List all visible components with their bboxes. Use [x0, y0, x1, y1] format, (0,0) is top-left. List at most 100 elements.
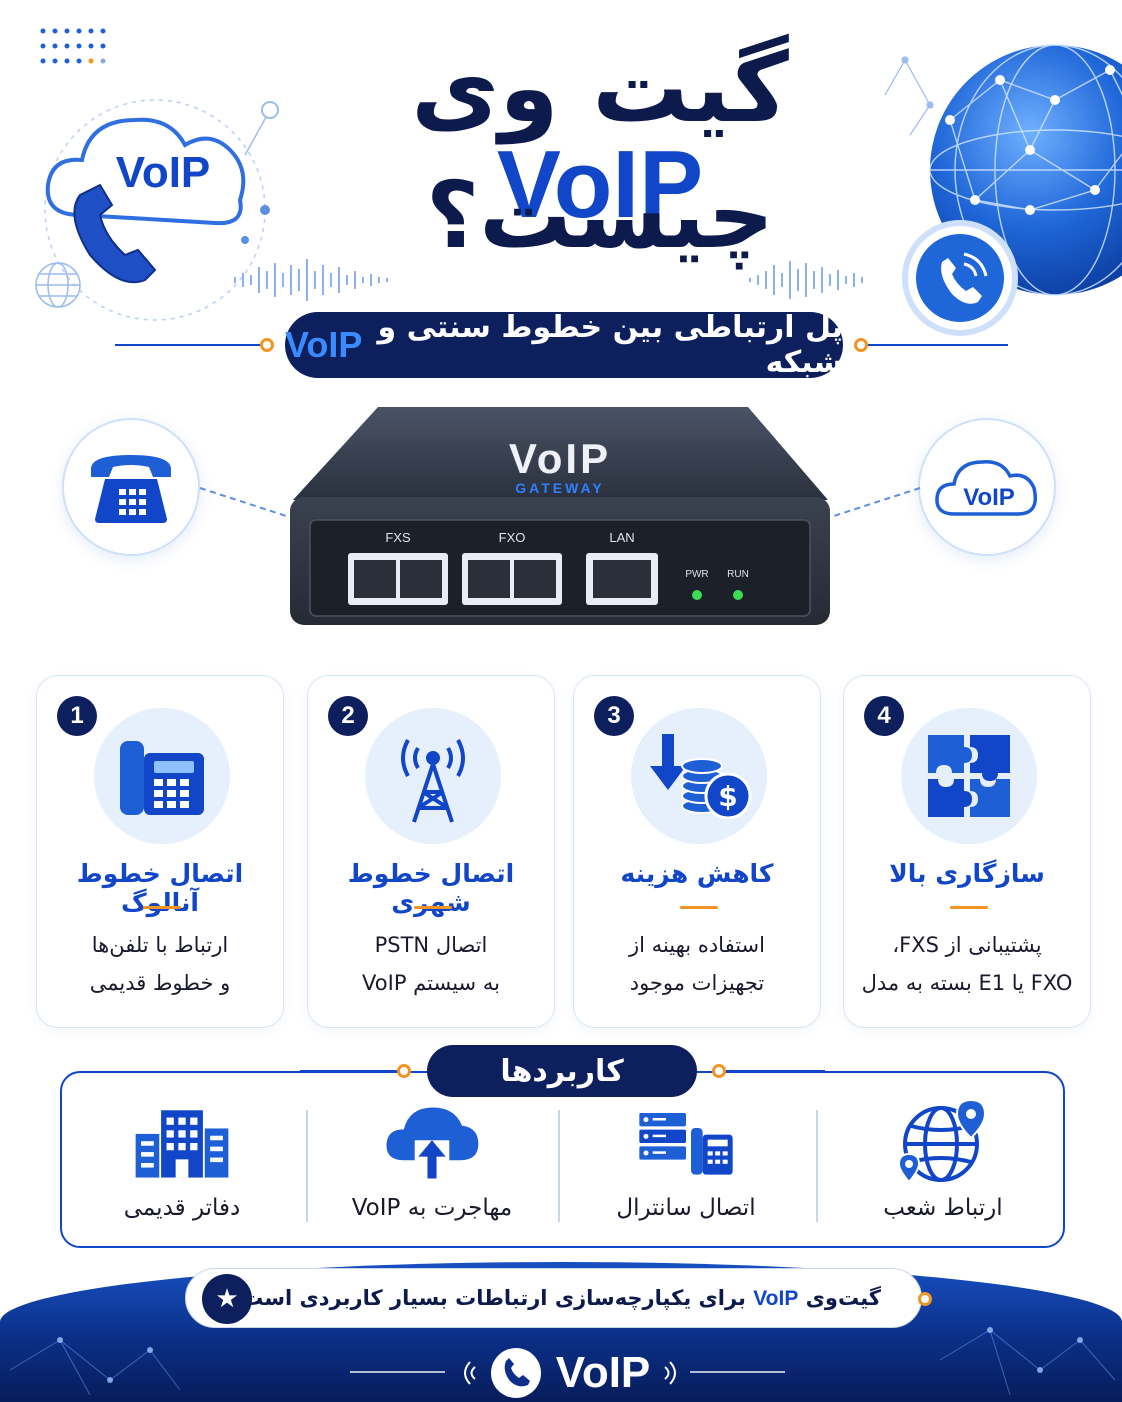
sound-waves-left-icon: [463, 1360, 476, 1385]
note-brand: VoIP: [753, 1286, 799, 1310]
apps-dot-left: [397, 1064, 411, 1078]
subtitle-text: پل ارتباطی بین خطوط سنتی و شبکه: [377, 310, 843, 380]
app-label: دفاتر قدیمی: [123, 1195, 241, 1221]
voip-cloud-phone-illustration: [35, 99, 279, 321]
footer-line-right: [690, 1371, 785, 1373]
apps-line-left: [300, 1070, 400, 1072]
footer-network-decoration: [9, 1327, 1116, 1396]
subtitle-line-left: [115, 344, 265, 346]
waveform-right: [749, 261, 863, 299]
subtitle-dot-right: [854, 338, 868, 352]
feature-divider: [950, 906, 988, 909]
footer-line-left: [350, 1371, 445, 1373]
feature-title: کاهش هزینه: [620, 859, 774, 888]
note-dot: [918, 1292, 932, 1306]
feature-number: 4: [864, 696, 904, 736]
feature-divider: [414, 906, 452, 909]
footer-brand: VoIP: [440, 1345, 700, 1400]
voip-gateway-device: [290, 407, 830, 625]
feature-desc-line1: استفاده بهینه از: [629, 933, 765, 957]
feature-desc: پشتیبانی از FXS، FXO یا E1 بسته به مدل: [844, 926, 1090, 1002]
feature-title: اتصال خطوط آنالوگ: [76, 859, 244, 917]
feature-number: 1: [57, 696, 97, 736]
led-label-run: RUN: [727, 569, 749, 580]
feature-desc-line1: پشتیبانی از FXS،: [892, 933, 1042, 957]
apps-dot-right: [712, 1064, 726, 1078]
feature-card-4: 4 سازگاری بالا پشتیبانی از FXS، FXO یا E…: [843, 675, 1091, 1028]
feature-desc-line2: به سیستم VoIP: [362, 971, 500, 995]
connector-left: [199, 487, 286, 517]
feature-desc-line2: تجهیزات موجود: [629, 971, 765, 995]
note-suffix: برای یکپارچه‌سازی ارتباطات بسیار کاربردی…: [234, 1285, 746, 1310]
waveform-left: [234, 259, 388, 301]
building-icon-wrap: [132, 1098, 232, 1188]
desk-phone-icon: [120, 741, 204, 815]
app-item-old-offices: دفاتر قدیمی: [62, 1090, 302, 1240]
feature-icon-wrap: $: [631, 708, 767, 844]
cloud-upload-icon-wrap: [382, 1098, 482, 1188]
feature-number: 2: [328, 696, 368, 736]
cloud-icon: [935, 460, 1037, 516]
connector-right: [834, 487, 921, 517]
globe-network-illustration: [884, 44, 1122, 336]
note-prefix: گیت‌وی: [805, 1285, 881, 1310]
device-brand: VoIP: [508, 435, 612, 482]
feature-title: اتصال خطوط شهری: [347, 859, 515, 917]
feature-icon-wrap: [901, 708, 1037, 844]
page-title-line2: چیست؟: [425, 162, 775, 269]
dot-grid-decoration: [40, 28, 106, 64]
port-label-lan: LAN: [609, 530, 635, 545]
page-title-line1: گیت وی VoIP: [300, 40, 900, 233]
voip-cloud-circle: VoIP: [918, 418, 1056, 556]
note-banner: گیت‌وی VoIP برای یکپارچه‌سازی ارتباطات ب…: [185, 1268, 922, 1328]
note-text: گیت‌وی VoIP برای یکپارچه‌سازی ارتباطات ب…: [234, 1286, 881, 1311]
server-phone-icon-wrap: [636, 1098, 736, 1188]
feature-icon-wrap: [365, 708, 501, 844]
led-label-pwr: PWR: [685, 569, 709, 580]
subtitle-pill: پل ارتباطی بین خطوط سنتی و شبکه VoIP: [285, 310, 843, 380]
cost-down-icon: $: [650, 734, 752, 820]
feature-desc: اتصال PSTN به سیستم VoIP: [308, 926, 554, 1002]
phone-badge-icon: [490, 1347, 541, 1398]
apps-divider: [816, 1110, 818, 1222]
app-label: مهاجرت به VoIP: [351, 1195, 513, 1221]
feature-desc: ارتباط با تلفن‌ها و خطوط قدیمی: [37, 926, 283, 1002]
app-label: ارتباط شعب: [883, 1195, 1003, 1221]
feature-divider: [680, 906, 718, 909]
feature-card-1: 1 اتصال خطوط آنالوگ ارتباط با تلفن‌ها و …: [36, 675, 284, 1028]
apps-line-right: [725, 1070, 825, 1072]
footer-voip-text: VoIP: [555, 1347, 651, 1397]
feature-desc: استفاده بهینه از تجهیزات موجود: [574, 926, 820, 1002]
title-brand: VoIP: [496, 131, 704, 238]
puzzle-icon: [928, 735, 1010, 817]
applications-heading: کاربردها: [427, 1045, 697, 1097]
app-item-voip-migration: مهاجرت به VoIP: [312, 1090, 552, 1240]
app-item-branch-connection: ارتباط شعب: [823, 1090, 1063, 1240]
server-phone-icon: [639, 1113, 733, 1175]
app-label: اتصال سانترال: [616, 1195, 756, 1221]
feature-desc-line1: ارتباط با تلفن‌ها: [91, 933, 229, 957]
port-label-fxs: FXS: [385, 530, 411, 545]
star-icon: ★: [202, 1274, 252, 1324]
apps-divider: [558, 1110, 560, 1222]
subtitle-line-right: [868, 344, 1008, 346]
feature-number: 3: [594, 696, 634, 736]
svg-text:$: $: [718, 780, 737, 813]
antenna-tower-icon: [401, 739, 465, 823]
title-text: گیت وی: [411, 32, 789, 144]
cloud-upload-icon: [386, 1107, 479, 1183]
feature-desc-line2: FXO یا E1 بسته به مدل: [861, 971, 1073, 995]
sound-waves-right-icon: [664, 1360, 677, 1385]
globe-location-icon-wrap: [893, 1098, 993, 1188]
app-item-pbx: اتصال سانترال: [566, 1090, 806, 1240]
feature-desc-line2: و خطوط قدیمی: [89, 971, 231, 995]
globe-location-icon: [897, 1098, 987, 1184]
feature-divider: [143, 906, 181, 909]
building-icon: [135, 1110, 229, 1178]
subtitle-brand: VoIP: [285, 324, 363, 365]
apps-divider: [306, 1110, 308, 1222]
feature-desc-line1: اتصال PSTN: [374, 933, 488, 957]
port-label-fxo: FXO: [498, 530, 526, 545]
feature-title: سازگاری بالا: [889, 859, 1045, 888]
telephone-icon: [91, 455, 171, 523]
